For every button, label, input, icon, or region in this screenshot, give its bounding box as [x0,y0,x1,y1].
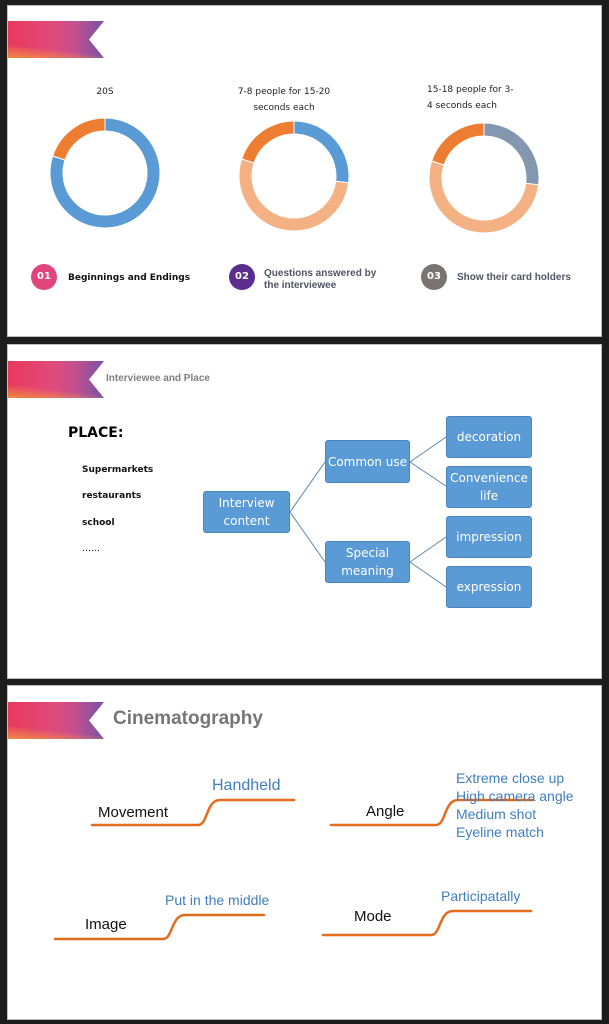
item-badge-02: 02 [229,264,255,290]
cine-label-movement: Movement [98,804,169,821]
cine-value-angle: High camera angle [456,788,574,804]
node-interview-content: Interview content [203,491,290,533]
step-line-angle [329,798,535,827]
donut-label-3: 15-18 people for 3-4 seconds each [427,85,514,111]
cine-label-angle: Angle [366,803,405,820]
node-common-use: Common use [325,440,410,483]
donut-3-segment-accent [431,122,485,166]
cine-label-image: Image [85,916,127,933]
step-line-mode [321,909,533,937]
diagram-connectors [289,436,447,588]
donut-3-segment-secondary [428,160,540,234]
cine-value-mode: Participatally [441,888,521,904]
cine-value-image: Put in the middle [165,892,270,908]
slide-title: Interviewee and Place [106,373,210,384]
node-expression: expression [446,566,532,608]
step-line-movement [90,798,296,827]
place-item: restaurants [82,491,142,501]
donut-charts [49,117,540,234]
node-convenience-life: Convenience life [446,466,532,508]
slide-interview-timing: 20S 7-8 people for 15-20 seconds each 15… [7,5,602,337]
cine-label-mode: Mode [354,908,392,925]
donut-2-segment-main [293,120,350,184]
place-heading: PLACE: [68,425,124,441]
donut-2-segment-secondary [238,158,350,232]
step-line-image [53,913,266,941]
cine-value-angle: Extreme close up [456,770,565,786]
donut-2-segment-accent [241,120,295,164]
node-special-meaning: Special meaning [325,541,410,583]
item-text-01: Beginnings and Endings [68,273,191,283]
donut-label-1: 20S [96,87,114,97]
slide-interviewee-place: Interviewee and Place PLACE: Supermarket… [7,344,602,679]
node-impression: impression [446,516,532,558]
donut-1-segment-main [49,117,161,229]
step-connectors [53,798,535,941]
cine-values-angle: Extreme close up High camera angle Mediu… [456,769,574,841]
place-item: …… [82,544,100,554]
item-badge-01: 01 [31,264,57,290]
slide-title: Cinematography [113,708,263,729]
slide-cinematography: Cinematography Movement Handheld Angle E… [7,685,602,1020]
item-text-03: Show their card holders [457,272,571,283]
item-text-02: Questions answered by the interviewee [264,268,377,291]
place-item: Supermarkets [82,465,154,475]
ribbon-banner-icon [8,702,104,739]
cine-value-angle: Medium shot [456,806,537,822]
donut-1-segment-accent [52,117,106,161]
item-badge-03: 03 [421,264,447,290]
donut-label-2: 7-8 people for 15-20 seconds each [237,87,331,113]
cine-value-movement: Handheld [212,777,281,794]
ribbon-banner-icon [8,21,104,58]
donut-3-segment-main [483,122,540,186]
cine-value-angle: Eyeline match [456,824,544,840]
place-item: school [82,518,115,528]
node-decoration: decoration [446,416,532,458]
ribbon-banner-icon [8,361,104,398]
